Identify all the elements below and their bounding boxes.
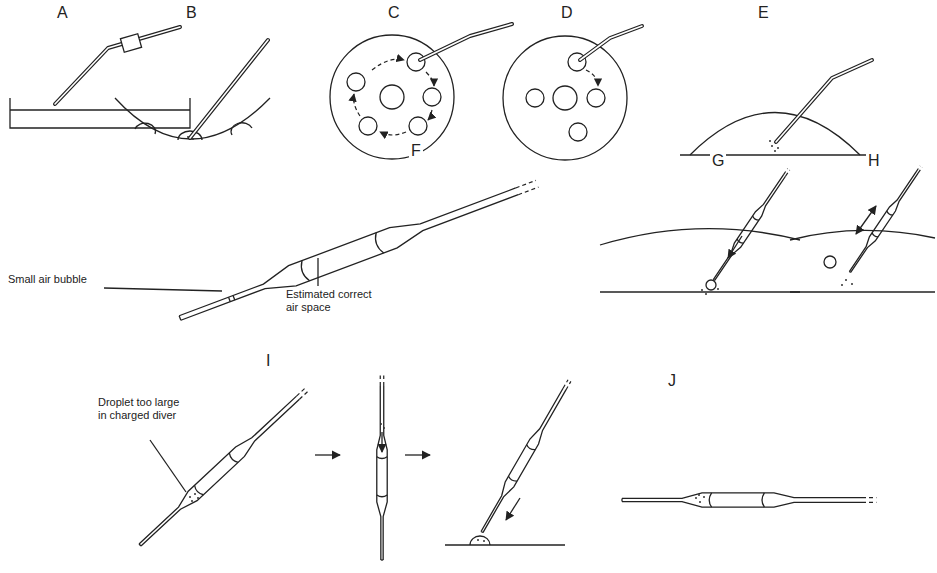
panel-letter: F: [409, 142, 423, 160]
panel-letter: I: [264, 352, 272, 370]
panel-h: [790, 165, 935, 292]
annotation: Droplet too large in charged diver: [96, 396, 188, 421]
panel-letter: H: [866, 152, 882, 170]
panel-letter: A: [55, 4, 70, 22]
panel-letter: D: [559, 4, 575, 22]
annotation: Estimated correct air space: [284, 288, 378, 313]
panel-a: [10, 27, 190, 128]
panel-f: [104, 174, 541, 328]
panel-letter: J: [666, 372, 678, 390]
panel-d: [503, 26, 642, 160]
panel-letter: E: [756, 4, 771, 22]
panel-c: [330, 24, 512, 159]
panel-j: [622, 493, 876, 507]
panel-letter: G: [710, 152, 726, 170]
panel-letter: C: [386, 4, 402, 22]
panel-g: [600, 167, 800, 295]
annotation: Small air bubble: [6, 273, 89, 286]
panel-e: [680, 60, 872, 155]
panel-i: [136, 376, 574, 560]
panel-b: [115, 40, 270, 140]
panel-letter: B: [184, 4, 199, 22]
